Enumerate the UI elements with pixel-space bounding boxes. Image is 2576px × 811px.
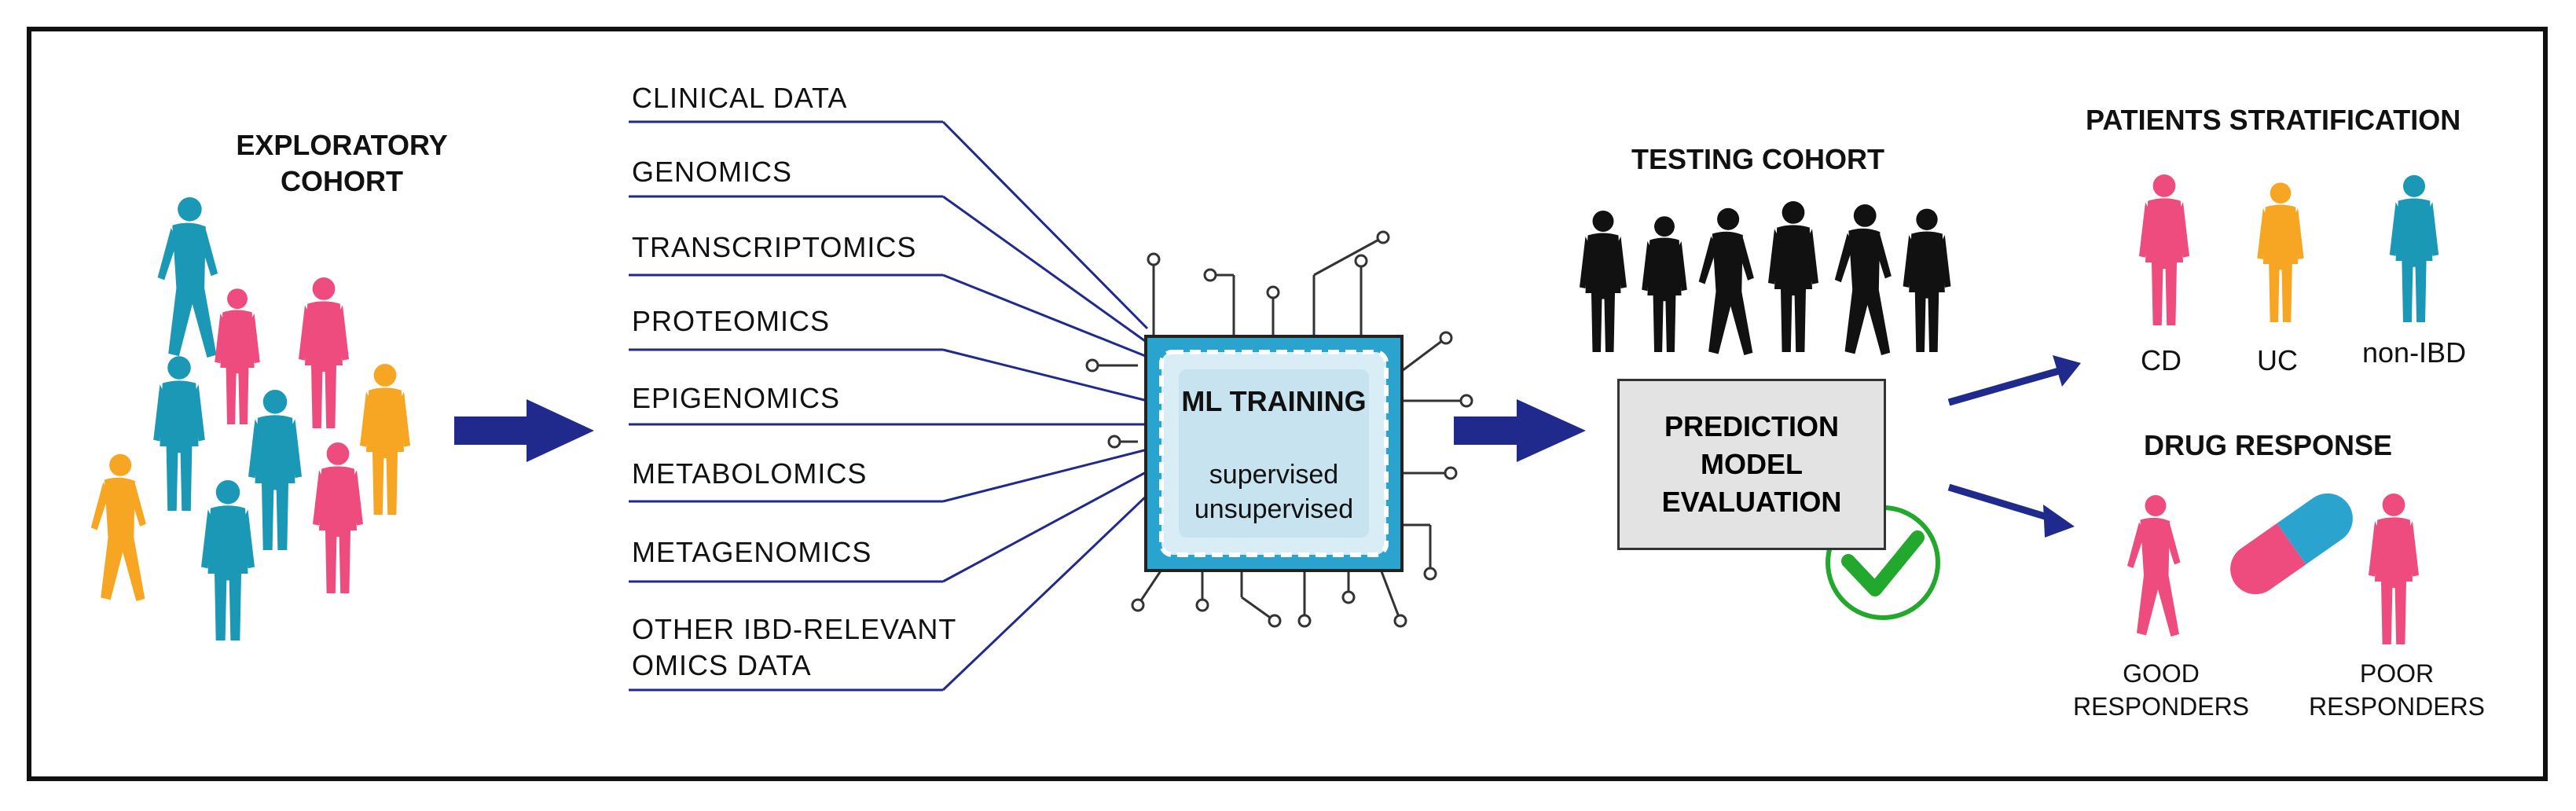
poor-responders-label: POOR RESPONDERS [2303,657,2491,723]
group-label-cd: CD [2141,344,2182,376]
stratification-title: PATIENTS STRATIFICATION [2086,104,2461,136]
arrow-right-icon [454,399,594,462]
person-icon [201,480,255,640]
person-icon [248,390,302,550]
person-icon [2139,174,2189,325]
arrow-head-icon [2053,355,2081,387]
person-icon [1698,207,1754,355]
poor-responders-line: RESPONDERS [2308,692,2486,721]
arrow-head-icon [2043,505,2075,538]
omics-label-proteomics: PROTEOMICS [632,305,831,337]
arrow-up-right-icon [1947,367,2060,406]
good-responders-label: GOOD RESPONDERS [2067,657,2255,723]
poor-responders-line: POOR [2359,659,2435,688]
drug-response-title: DRUG RESPONSE [2144,429,2393,461]
person-icon [2389,174,2439,322]
good-responders-line: RESPONDERS [2072,692,2250,721]
omics-connectors [629,120,1149,692]
prediction-line: MODEL [1701,448,1803,480]
pill-icon [2230,493,2353,595]
person-icon [2257,182,2304,322]
arrow-right-icon [1454,399,1586,462]
person-icon [2127,495,2181,637]
omics-label-other-line: OMICS DATA [632,649,812,681]
prediction-line: PREDICTION [1664,410,1839,442]
exploratory-cohort-title: EXPLORATORY COHORT [212,127,472,200]
exploratory-people [90,197,410,640]
ml-mode-supervised: supervised [1209,460,1339,490]
omics-label-metabolomics: METABOLOMICS [632,457,868,490]
good-responders-line: GOOD [2123,659,2200,688]
omics-label-metagenomics: METAGENOMICS [632,536,872,568]
person-icon [157,197,218,358]
person-icon [1834,204,1892,355]
group-label-uc: UC [2257,344,2298,376]
exploratory-title-line: COHORT [281,165,403,197]
person-icon [313,442,363,593]
omics-label-epigenomics: EPIGENOMICS [632,382,841,414]
person-icon [299,277,349,428]
person-icon [2369,494,2419,644]
ml-chip [1144,335,1404,572]
arrow-down-right-icon [1947,483,2054,523]
person-icon [1580,211,1627,352]
prediction-box: PREDICTION MODEL EVALUATION [1617,379,1886,550]
prediction-line: EVALUATION [1661,486,1842,518]
testing-people [1580,201,1951,355]
omics-label-genomics: GENOMICS [632,156,793,188]
chip-pins [1085,230,1473,628]
exploratory-title-line: EXPLORATORY [236,129,448,161]
omics-label-transcriptomics: TRANSCRIPTOMICS [632,231,917,263]
group-label-non-ibd: non-IBD [2362,336,2467,369]
person-icon [215,288,260,424]
ml-mode-unsupervised: unsupervised [1194,494,1354,524]
person-icon [360,364,410,515]
person-icon [1903,208,1951,352]
ml-training-title: ML TRAINING [1181,385,1367,417]
person-icon [153,356,205,511]
ml-training-modes: supervised unsupervised [1161,457,1386,527]
person-icon [1768,201,1818,352]
omics-label-other-line: OTHER IBD-RELEVANT [632,613,957,645]
omics-label-clinical: CLINICAL DATA [632,82,848,114]
testing-cohort-title: TESTING COHORT [1631,143,1884,175]
omics-label-other: OTHER IBD-RELEVANT OMICS DATA [632,611,956,684]
person-icon [1642,216,1687,352]
person-icon [90,453,146,601]
